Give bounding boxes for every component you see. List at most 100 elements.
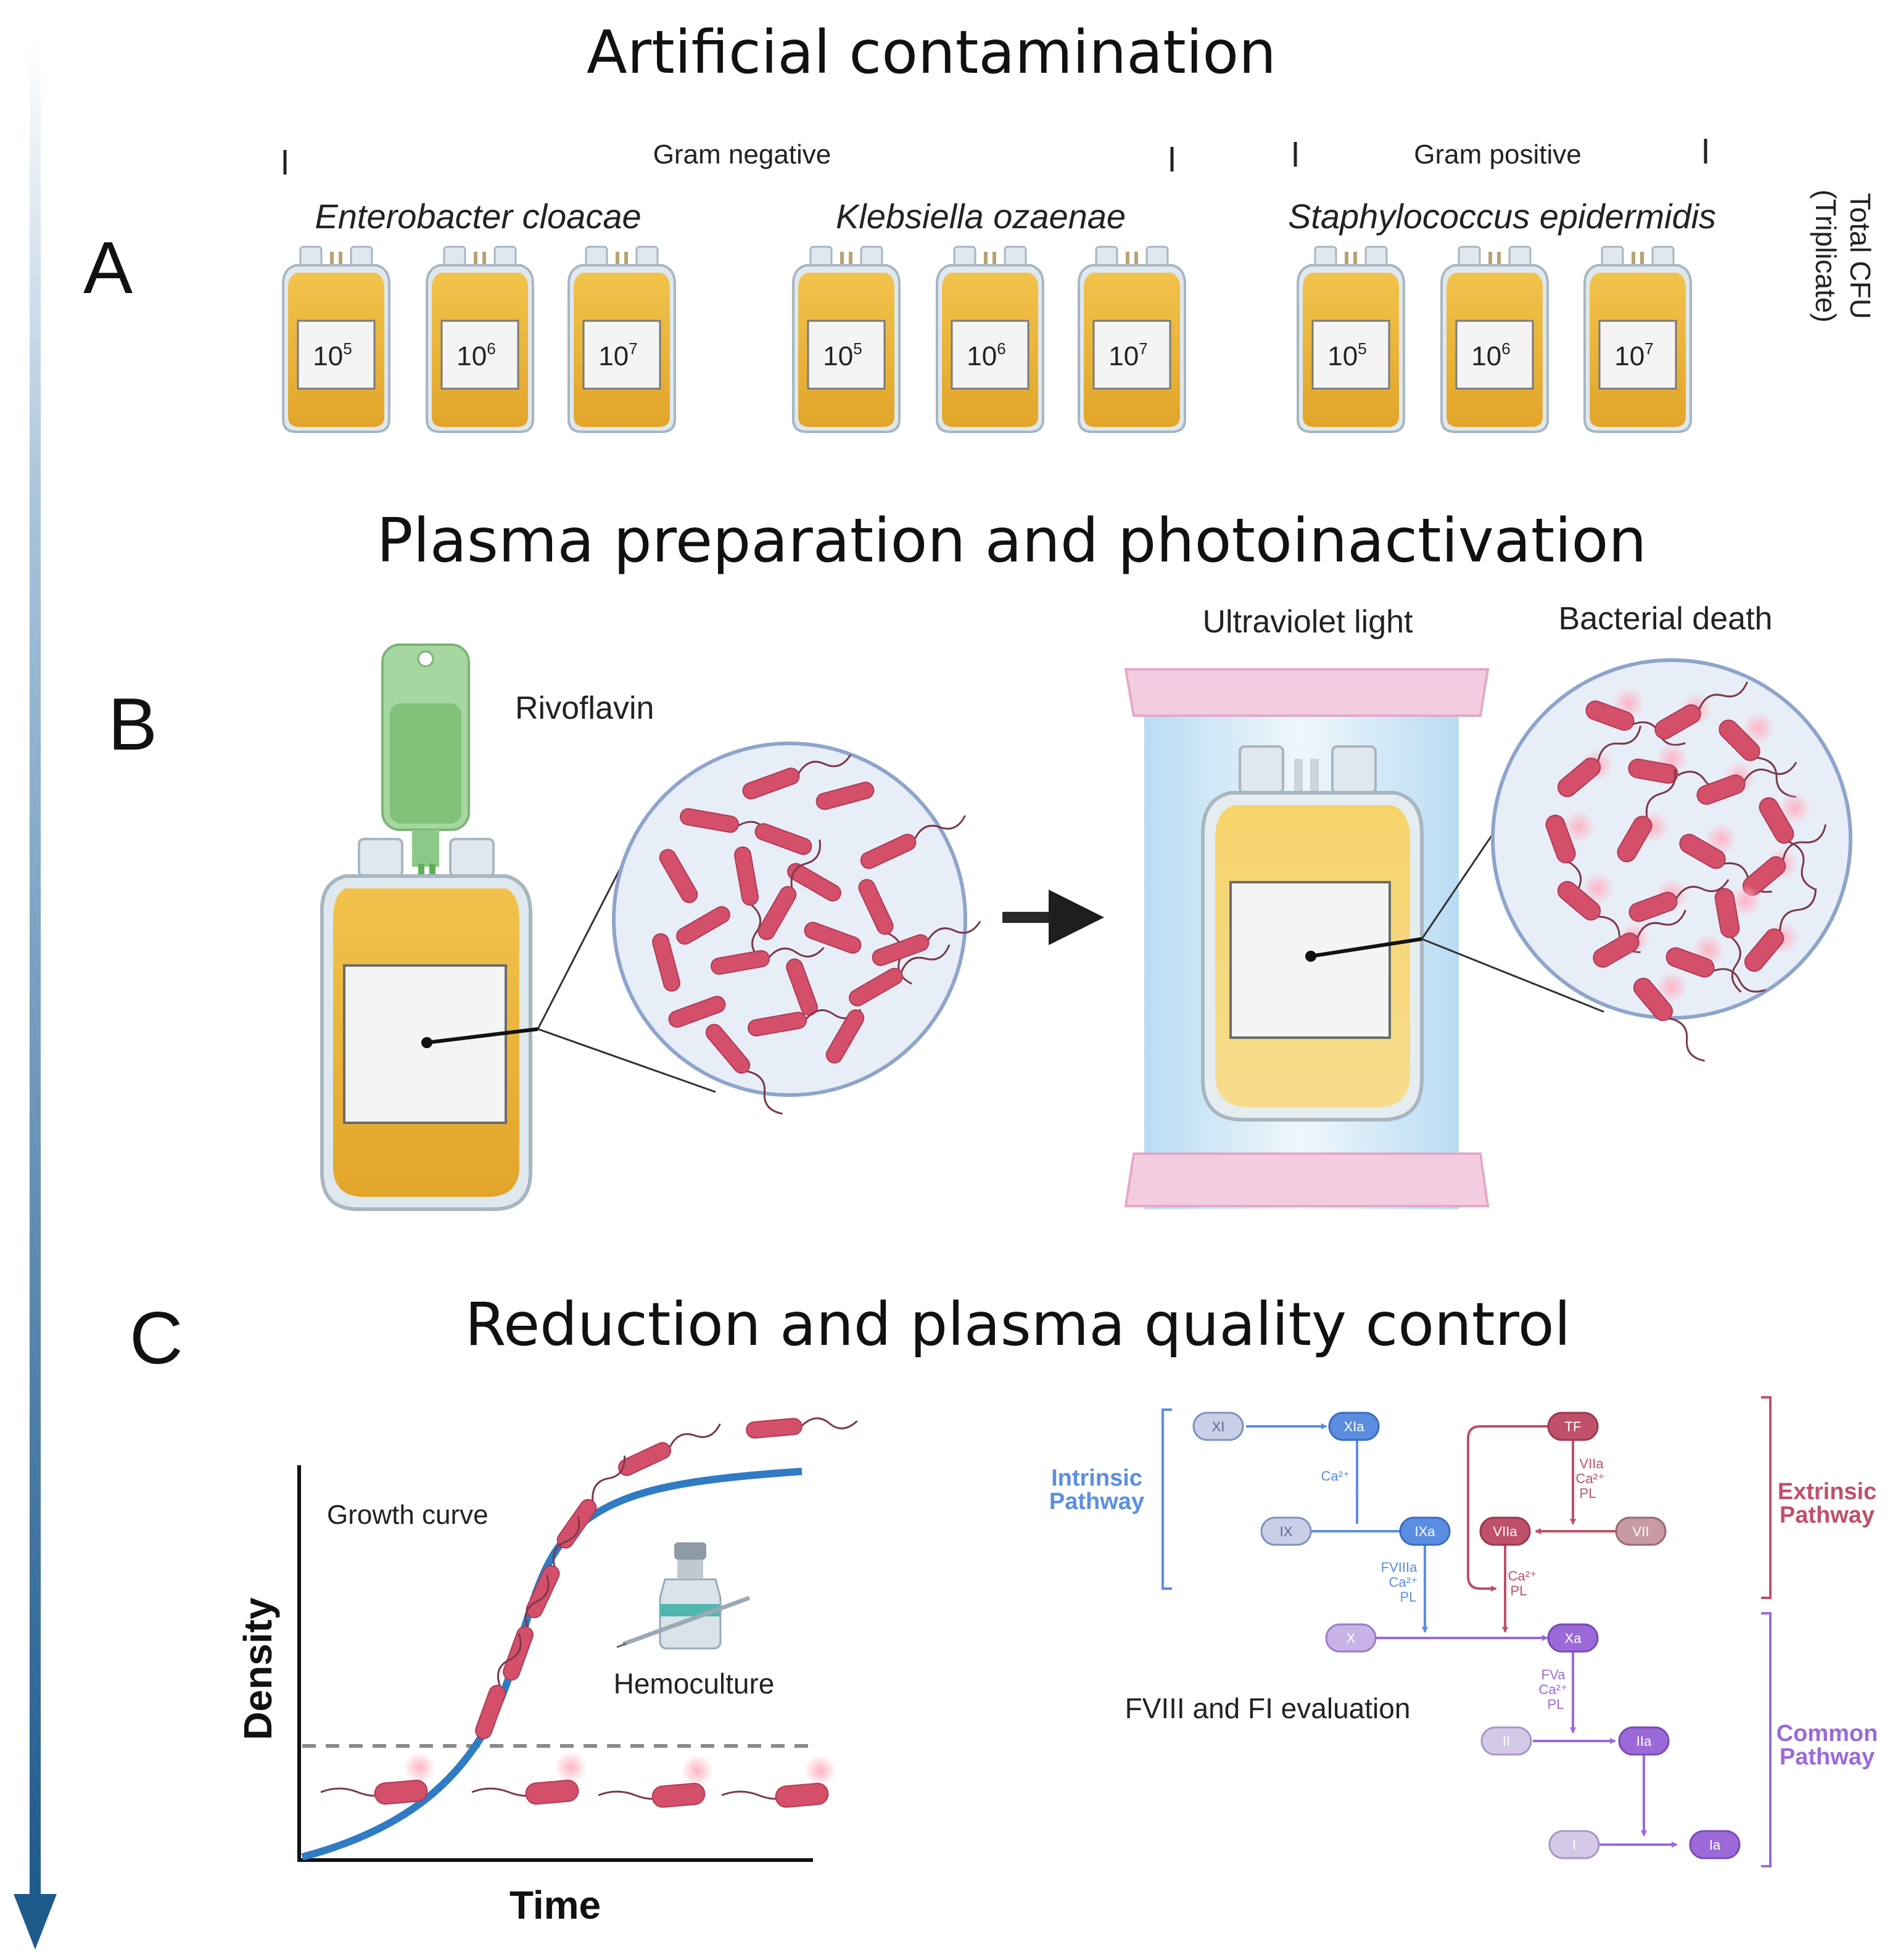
bacterium — [475, 1633, 522, 1740]
bacterium — [1696, 761, 1797, 805]
factor-label: VII — [1633, 1524, 1649, 1539]
factor-label: IIa — [1636, 1734, 1652, 1749]
species-label-klebsiella: Klebsiella ozaenae — [836, 197, 1126, 236]
x-axis-label: Time — [510, 1883, 601, 1927]
panel-a: A Artificial contamination Gram negative… — [83, 18, 1876, 433]
common-label-1: Common — [1777, 1721, 1878, 1747]
factor-node-ia: Ia — [1689, 1830, 1741, 1859]
side-label-line2: (Triplicate) — [1810, 189, 1842, 323]
bacterium — [1628, 879, 1730, 922]
bacterium — [1557, 726, 1642, 798]
bacterium — [652, 933, 680, 992]
bacterium — [804, 922, 862, 954]
bacterium — [746, 1417, 858, 1439]
timeline-arrow — [14, 37, 57, 1950]
rivoflavin-label: Rivoflavin — [515, 690, 654, 726]
factor-label: IXa — [1414, 1524, 1435, 1539]
gram-positive-bracket: Gram positive — [1294, 139, 1707, 170]
bacterium — [860, 815, 966, 869]
bacterium — [825, 1009, 865, 1064]
panel-b: B Plasma preparation and photoinactivati… — [108, 506, 1852, 1211]
bacterium — [1744, 888, 1817, 972]
factor-node-ixa: IXa — [1399, 1516, 1451, 1546]
cofactor-fva: FVa — [1541, 1667, 1566, 1682]
factor-label: VIIa — [1493, 1524, 1517, 1539]
hemoculture-vial — [616, 1542, 751, 1650]
bacterium — [651, 1782, 706, 1808]
factor-label: TF — [1565, 1419, 1582, 1434]
bacterium — [1628, 758, 1733, 790]
plasma-bag-small: 105 — [792, 246, 901, 433]
panel-a-letter: A — [83, 226, 133, 309]
bacterium — [374, 1779, 428, 1805]
factor-label: Xa — [1565, 1631, 1582, 1646]
side-label-line1: Total CFU — [1844, 193, 1876, 319]
bacterium — [754, 823, 812, 855]
factor-node-xa: Xa — [1547, 1623, 1599, 1653]
bacterium — [1719, 719, 1797, 798]
bacterium — [849, 944, 951, 1007]
bacterium — [659, 849, 698, 903]
plasma-bag-small: 106 — [426, 246, 534, 433]
dead-bacteria-group — [1545, 681, 1827, 1062]
factor-node-iia: IIa — [1618, 1726, 1670, 1756]
magnified-view-live — [612, 742, 981, 1115]
bacterium — [775, 1782, 829, 1808]
factor-node-xi: XI — [1192, 1412, 1244, 1441]
factor-node-i: I — [1548, 1830, 1600, 1859]
bacterium — [668, 996, 726, 1028]
cofactor-ca-3: Ca²⁺ — [1575, 1471, 1604, 1486]
bacterium — [1665, 947, 1766, 993]
panel-c: C Reduction and plasma quality control G… — [130, 1290, 1878, 1927]
bacterium — [872, 920, 981, 966]
cofactor-ca-1: Ca²⁺ — [1321, 1468, 1350, 1484]
bacterium — [711, 947, 825, 975]
baseline-bacteria-group — [320, 1751, 836, 1808]
factor-node-ii: II — [1480, 1726, 1532, 1756]
factor-label: XI — [1212, 1419, 1225, 1434]
bacterium — [617, 1423, 721, 1476]
cofactor-pl-4: PL — [1548, 1697, 1564, 1712]
plasma-bag-small: 106 — [936, 246, 1044, 433]
growth-curve-plot: Growth curve Density Time — [236, 1417, 858, 1927]
cofactor-ca-4: Ca²⁺ — [1508, 1568, 1537, 1584]
live-bacteria-group — [652, 754, 981, 1115]
bacterium — [787, 862, 841, 902]
factor-label: X — [1347, 1631, 1356, 1646]
factor-node-tf: TF — [1547, 1412, 1599, 1441]
plasma-bag-small: 107 — [1583, 246, 1692, 433]
fviii-evaluation-label: FVIII and FI evaluation — [1125, 1692, 1411, 1724]
bacterium — [757, 839, 821, 940]
bacterium — [556, 1455, 625, 1549]
species-label-enterobacter: Enterobacter cloacae — [315, 197, 641, 236]
factor-label: I — [1572, 1837, 1576, 1853]
bacterium — [742, 754, 852, 800]
bacterium — [705, 1023, 783, 1115]
gram-negative-label: Gram negative — [653, 139, 832, 170]
cofactor-pl-3: PL — [1511, 1583, 1527, 1598]
panel-b-title: Plasma preparation and photoinactivation — [376, 506, 1646, 576]
intrinsic-label-1: Intrinsic — [1051, 1465, 1142, 1491]
species-label-staphylococcus: Staphylococcus epidermidis — [1288, 197, 1716, 236]
bacterium — [1654, 681, 1748, 740]
bacterium — [1759, 797, 1817, 891]
magnified-view-dead — [1491, 658, 1852, 1062]
cofactor-ca-2: Ca²⁺ — [1389, 1574, 1418, 1590]
bacterium — [1617, 769, 1677, 862]
hemoculture-label: Hemoculture — [614, 1668, 775, 1700]
side-label: Total CFU (Triplicate) — [1810, 189, 1876, 323]
factor-node-xia: XIa — [1328, 1412, 1380, 1441]
extrinsic-label-1: Extrinsic — [1778, 1479, 1877, 1505]
intrinsic-label-2: Pathway — [1049, 1489, 1144, 1515]
plasma-bag-left — [320, 838, 716, 1211]
panel-c-letter: C — [130, 1297, 183, 1379]
plasma-bag-small: 105 — [1297, 246, 1405, 433]
gram-positive-label: Gram positive — [1414, 139, 1581, 170]
bacterial-death-label: Bacterial death — [1559, 601, 1773, 637]
bacterium — [1714, 888, 1742, 993]
cofactor-viia: VIIa — [1579, 1456, 1604, 1471]
cofactor-pl-2: PL — [1580, 1486, 1596, 1501]
cofactor-fviiia: FVIIIa — [1381, 1560, 1418, 1575]
